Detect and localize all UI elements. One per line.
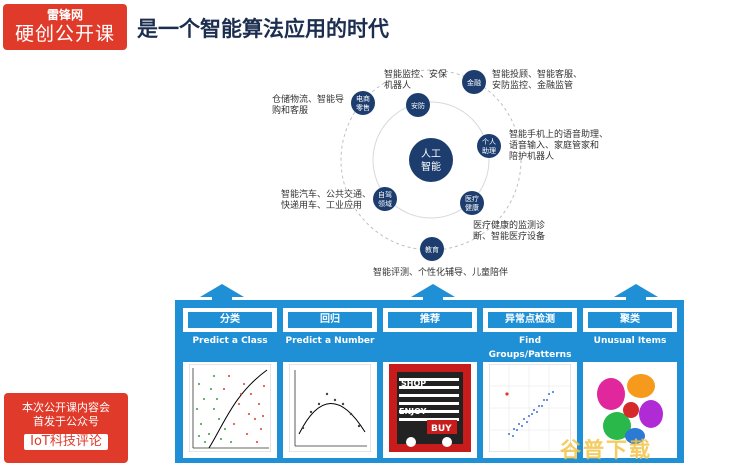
desc-assistant-line3: 陪护机器人 <box>509 152 555 162</box>
desc-autodrive: 智能汽车、公共交通、 快递用车、工业应用 <box>281 190 371 212</box>
badge-line3: IoT科技评论 <box>24 434 108 450</box>
panel-recommendation-subtitle <box>383 332 477 362</box>
page-title: 是一个智能算法应用的时代 <box>137 17 389 41</box>
panel-recommendation-title: 推荐 <box>388 312 472 328</box>
outer-dashed-ring <box>340 69 522 251</box>
desc-security-line1: 智能监控、安保 <box>384 70 448 80</box>
desc-finance: 智能投顾、智能客服、 安防监控、金融监管 <box>492 70 582 92</box>
node-security: 安防 <box>406 93 430 117</box>
badge-line1: 本次公开课内容会 <box>22 401 110 414</box>
rec-enjoy-text: ENJOY <box>399 407 427 416</box>
up-arrow-1 <box>200 284 244 306</box>
desc-medical-line2: 断、智能医疗设备 <box>473 232 546 242</box>
up-arrow-3 <box>614 284 658 306</box>
node-medical: 医疗 健康 <box>460 191 484 215</box>
panel-classification: 分类 Predict a Class <box>183 308 277 458</box>
node-finance: 金融 <box>462 70 486 94</box>
center-node: 人工 智能 <box>409 138 453 182</box>
clustering-image <box>589 364 671 452</box>
wechat-badge: 本次公开课内容会 首发于公众号 IoT科技评论 <box>4 393 128 463</box>
node-medical-label-2: 健康 <box>465 203 479 212</box>
panel-classification-subtitle: Predict a Class <box>183 332 277 362</box>
node-education-label: 教育 <box>425 245 439 254</box>
desc-ecommerce-line2: 购和客服 <box>272 106 309 116</box>
desc-assistant: 智能手机上的语音助理、 语音输入、家庭管家和 陪护机器人 <box>509 130 608 163</box>
anomaly-scatter-image <box>489 364 571 452</box>
node-autodrive-label-1: 自驾 <box>378 190 392 199</box>
desc-autodrive-line2: 快递用车、工业应用 <box>281 201 363 211</box>
watermark-text: 谷普下载 <box>560 438 652 462</box>
classification-scatter-image <box>189 364 271 452</box>
rec-buy-text: BUY <box>431 424 452 434</box>
panel-classification-title: 分类 <box>188 312 272 328</box>
rec-shop-text: SHOP <box>401 379 426 388</box>
node-assistant: 个人 助理 <box>477 134 501 158</box>
desc-medical: 医疗健康的监测诊 断、智能医疗设备 <box>473 221 545 243</box>
panel-clustering: 聚类 Unusual Items <box>583 308 677 458</box>
panel-anomaly-subtitle: Find Groups/Patterns <box>483 332 577 362</box>
panel-recommendation: 推荐 SHOP ENJOY BUY <box>383 308 477 458</box>
desc-medical-line1: 医疗健康的监测诊 <box>473 221 546 231</box>
desc-assistant-line1: 智能手机上的语音助理、 <box>509 130 609 140</box>
algorithm-panels: 分类 Predict a Class 回归 Pre <box>175 300 684 463</box>
node-autodrive-label-2: 领域 <box>378 199 392 208</box>
desc-education: 智能评测、个性化辅导、儿童陪伴 <box>373 268 508 279</box>
desc-assistant-line2: 语音输入、家庭管家和 <box>509 141 600 151</box>
center-label-1: 人工 <box>421 148 441 160</box>
node-finance-label: 金融 <box>467 78 481 87</box>
desc-ecommerce: 仓储物流、智能导 购和客服 <box>272 95 344 117</box>
desc-security-line2: 机器人 <box>384 81 412 91</box>
logo-line2: 硬创公开课 <box>14 23 115 45</box>
panel-regression: 回归 Predict a Number <box>283 308 377 458</box>
panel-regression-subtitle: Predict a Number <box>283 332 377 362</box>
panel-regression-title: 回归 <box>288 312 372 328</box>
node-ecommerce-label-2: 零售 <box>356 103 370 112</box>
node-ecommerce-label-1: 电商 <box>356 94 370 103</box>
node-autodrive: 自驾 领域 <box>373 187 397 211</box>
node-security-label: 安防 <box>411 101 425 110</box>
panel-clustering-subtitle: Unusual Items <box>583 332 677 362</box>
leiphone-logo: 雷锋网 硬创公开课 <box>3 4 127 50</box>
panel-clustering-title: 聚类 <box>588 312 672 328</box>
center-label-2: 智能 <box>421 160 441 173</box>
inner-ring <box>372 101 490 219</box>
panel-anomaly-title: 异常点检测 <box>488 312 572 328</box>
node-education: 教育 <box>420 237 444 261</box>
up-arrows <box>200 284 658 306</box>
panel-anomaly-detection: 异常点检测 Find Groups/Patterns <box>483 308 577 458</box>
desc-finance-line2: 安防监控、金融监管 <box>492 81 574 91</box>
desc-ecommerce-line1: 仓储物流、智能导 <box>272 95 345 105</box>
desc-autodrive-line1: 智能汽车、公共交通、 <box>281 190 372 200</box>
up-arrow-2 <box>411 284 455 306</box>
node-medical-label-1: 医疗 <box>465 194 479 203</box>
ai-diagram: 人工 智能 安防 金融 电商 零售 个人 助理 自驾 领域 医疗 健康 教育 <box>340 69 522 261</box>
regression-plot-image <box>289 364 371 452</box>
shopping-bags-image: SHOP ENJOY BUY <box>389 364 471 452</box>
desc-finance-line1: 智能投顾、智能客服、 <box>492 70 583 80</box>
logo-line1: 雷锋网 <box>46 8 83 22</box>
node-assistant-label-1: 个人 <box>482 138 496 146</box>
desc-security: 智能监控、安保 机器人 <box>384 70 447 92</box>
badge-line2: 首发于公众号 <box>33 415 99 428</box>
node-ecommerce: 电商 零售 <box>351 91 375 115</box>
node-assistant-label-2: 助理 <box>482 146 496 155</box>
desc-education-line1: 智能评测、个性化辅导、儿童陪伴 <box>373 268 509 278</box>
